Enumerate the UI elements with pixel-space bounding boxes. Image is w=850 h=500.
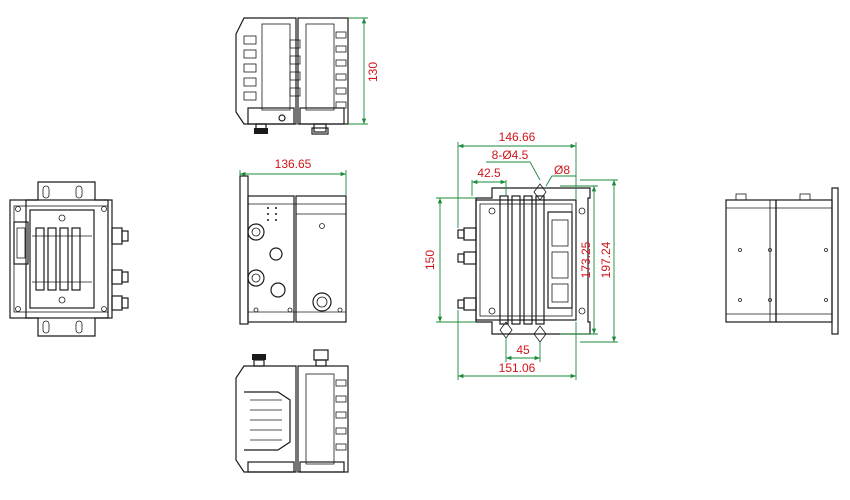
- right-side-view: [725, 187, 839, 335]
- dim-hole-span-bottom: 45: [516, 343, 530, 357]
- bottom-view: [235, 349, 349, 473]
- dim-hole-span-vertical: 173.25: [579, 241, 593, 278]
- dim-overall-height-right: 197.24: [599, 241, 613, 278]
- left-side-view: [9, 181, 129, 337]
- dim-top-view-height: 130: [366, 62, 380, 82]
- dim-overall-height-left: 150: [423, 250, 437, 270]
- dimension-lines: [239, 17, 618, 380]
- top-view: [235, 17, 349, 135]
- front-view: [239, 175, 347, 325]
- rear-view: [457, 183, 591, 343]
- dim-hole-offset: 42.5: [477, 166, 501, 180]
- dim-hole-diameter: Ø8: [554, 163, 570, 177]
- dim-overall-width-bottom: 151.06: [499, 361, 536, 375]
- dim-hole-spec: 8-Ø4.5: [492, 148, 529, 162]
- dim-overall-width-top: 146.66: [499, 130, 536, 144]
- dimension-labels: 130 136.65 146.66 8-Ø4.5 42.5 Ø8 150 173…: [275, 62, 613, 375]
- dim-front-view-width: 136.65: [275, 157, 312, 171]
